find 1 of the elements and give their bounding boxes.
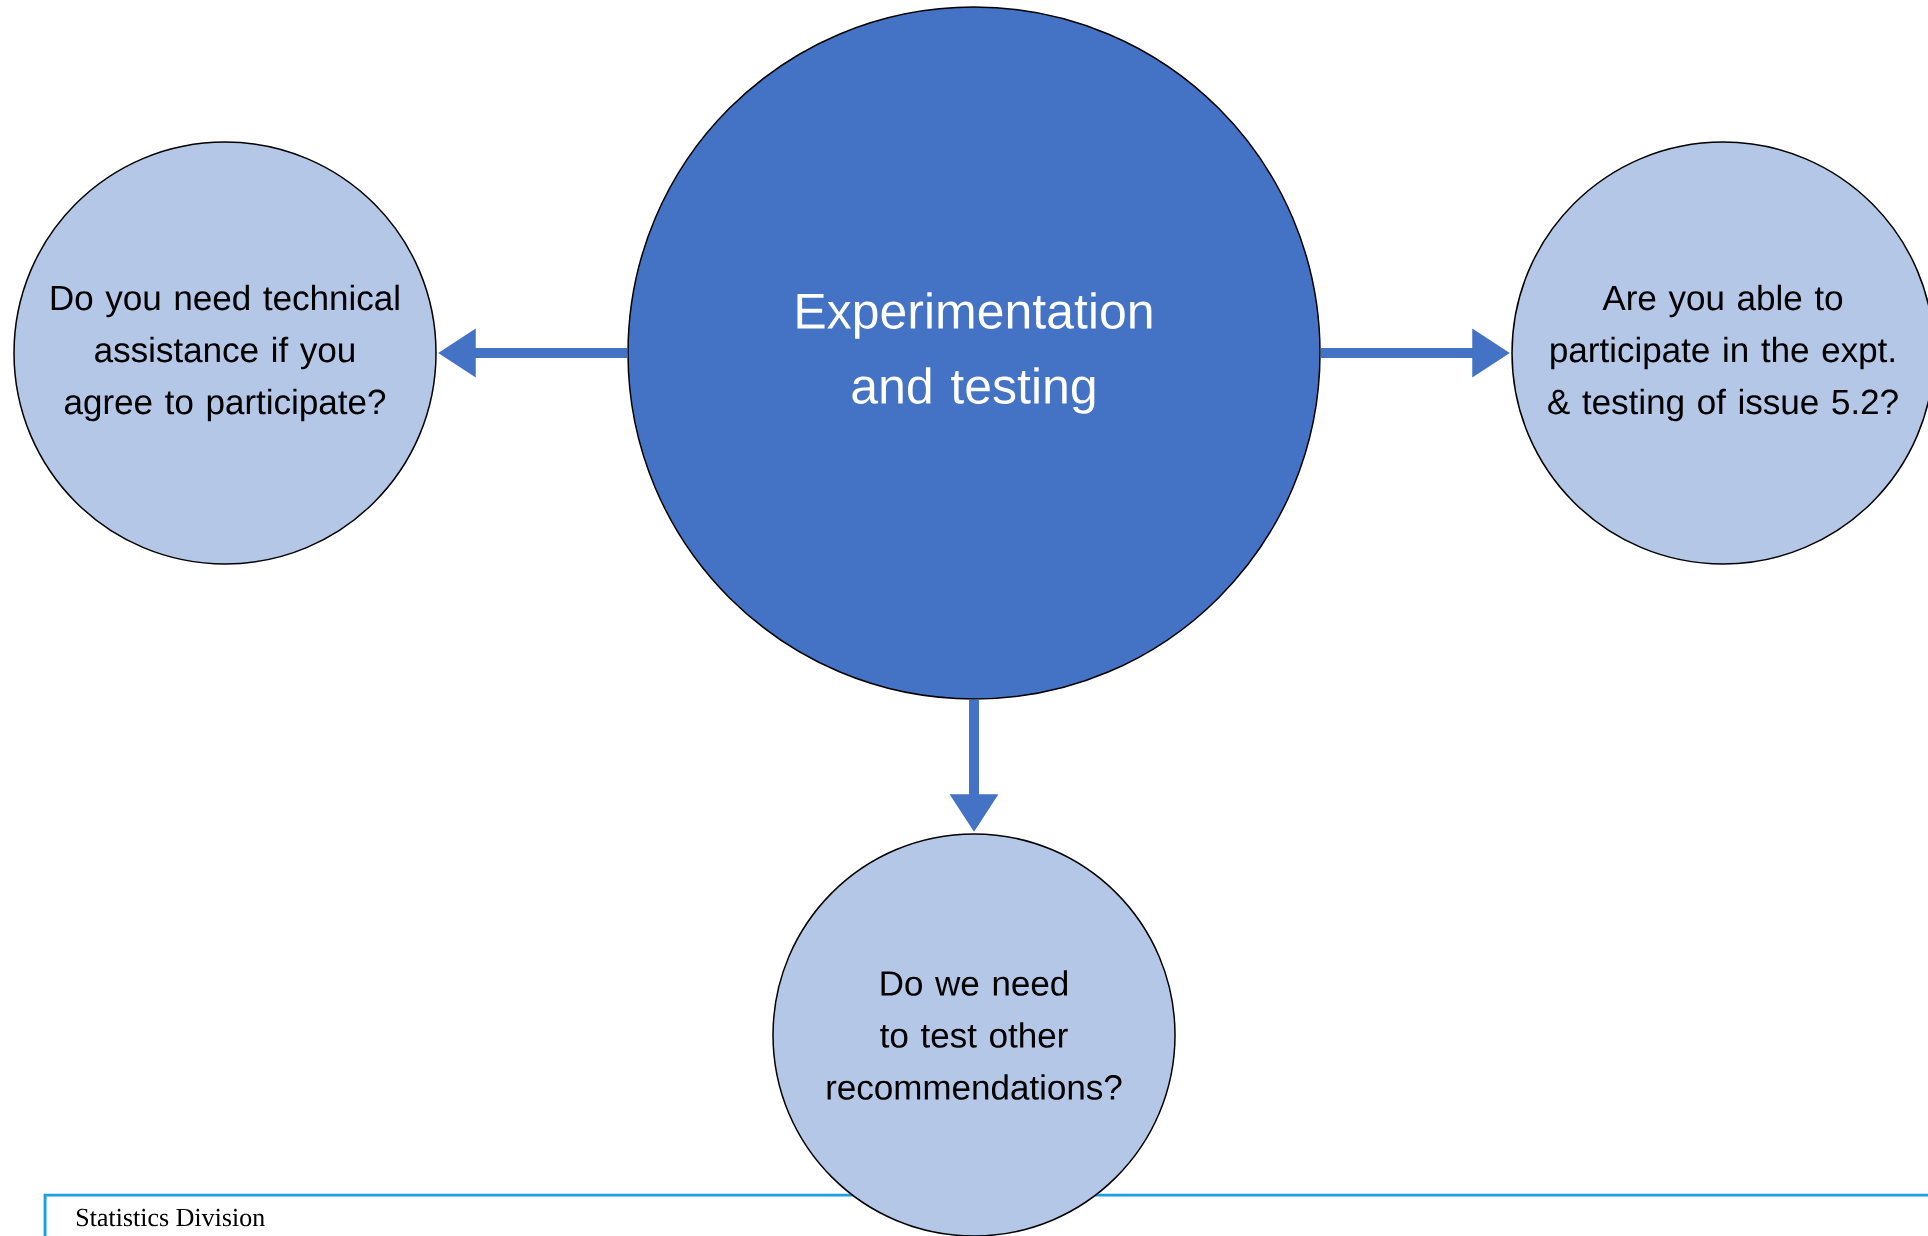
footer-text: Statistics Division <box>76 1208 265 1227</box>
